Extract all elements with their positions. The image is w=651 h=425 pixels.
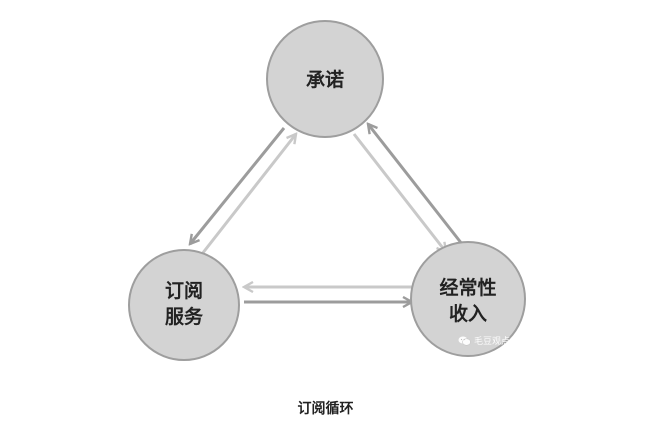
arrow-subscription-to-commitment bbox=[200, 134, 296, 255]
wechat-icon bbox=[458, 336, 471, 345]
diagram-caption: 订阅循环 bbox=[297, 401, 354, 417]
node-subscription-service: 订阅 服务 bbox=[128, 249, 240, 361]
node-recurring-revenue: 经常性 收入 bbox=[410, 241, 526, 357]
watermark-text: 毛豆观点 bbox=[474, 337, 511, 347]
node-commitment-label: 承诺 bbox=[306, 69, 344, 91]
node-revenue-label-line1: 经常性 bbox=[439, 276, 496, 299]
arrow-commitment-to-subscription bbox=[190, 127, 286, 244]
node-subscription-label-line2: 服务 bbox=[165, 305, 204, 328]
node-subscription-label-line1: 订阅 bbox=[165, 280, 203, 302]
watermark: 毛豆观点 bbox=[458, 334, 510, 347]
node-revenue-label-line2: 收入 bbox=[449, 302, 487, 325]
arrow-revenue-to-commitment bbox=[368, 124, 464, 245]
arrow-commitment-to-revenue bbox=[352, 133, 446, 252]
node-commitment: 承诺 bbox=[266, 20, 384, 138]
